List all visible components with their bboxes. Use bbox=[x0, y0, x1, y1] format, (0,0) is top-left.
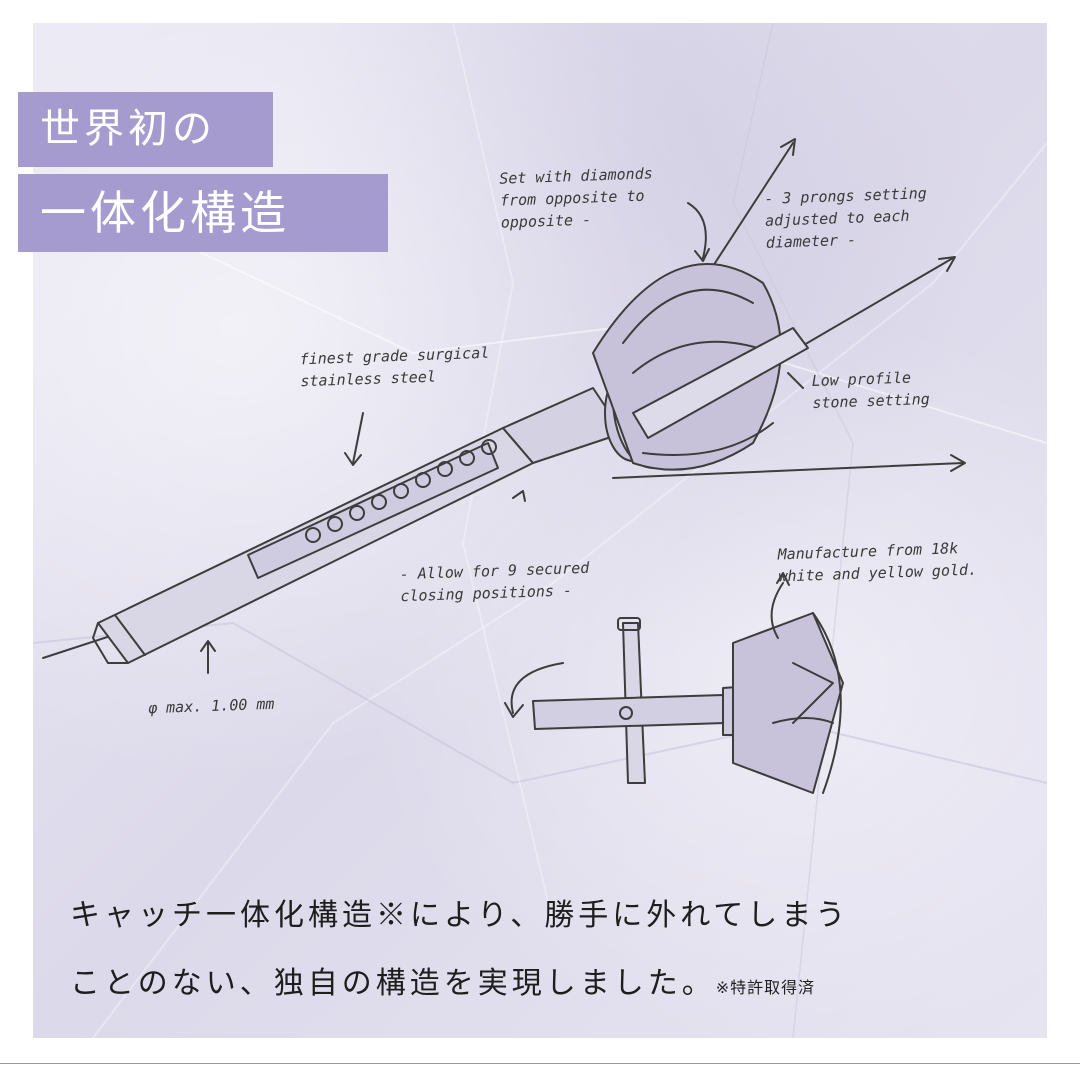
annotation-low-profile: Low profile stone setting bbox=[811, 368, 931, 413]
headline-badge-top: 世界初の bbox=[18, 92, 273, 167]
patent-footnote: ※特許取得済 bbox=[715, 978, 816, 997]
pointer-arrows bbox=[200, 202, 804, 674]
stud-rod bbox=[92, 387, 624, 664]
stone-head bbox=[592, 263, 809, 471]
annotation-gold: Manufacture from 18k white and yellow go… bbox=[777, 539, 978, 586]
bottom-divider bbox=[0, 1063, 1080, 1064]
caption-line-2-text: ことのない、独自の構造を実現しました。 bbox=[70, 966, 716, 1001]
annotation-positions: - Allow for 9 secured closing positions … bbox=[399, 558, 590, 606]
earring-sketch bbox=[42, 138, 966, 794]
caption-line-1-text: キャッチ一体化構造※により、勝手に外れてしまう bbox=[70, 898, 850, 933]
side-view-drawing bbox=[504, 572, 844, 794]
headline-badge-bottom: 一体化構造 bbox=[18, 174, 388, 252]
caption-line-1: キャッチ一体化構造※により、勝手に外れてしまう bbox=[70, 890, 849, 934]
caption-line-2: ことのない、独自の構造を実現しました。※特許取得済 bbox=[70, 958, 815, 1002]
annotation-prongs: - 3 prongs setting adjusted to each diam… bbox=[763, 184, 928, 252]
annotation-diamonds: Set with diamonds from opposite to oppos… bbox=[498, 164, 654, 232]
annotation-diameter: φ max. 1.00 mm bbox=[147, 694, 275, 718]
annotation-steel: finest grade surgical stainless steel bbox=[299, 343, 490, 391]
